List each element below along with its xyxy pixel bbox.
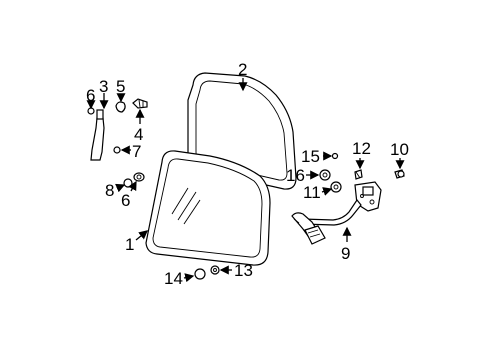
cap-14 xyxy=(194,268,206,280)
callout-15: 15 xyxy=(301,147,320,166)
callout-13: 13 xyxy=(234,261,253,280)
callout-1: 1 xyxy=(125,235,134,254)
callout-14: 14 xyxy=(164,269,183,288)
callout-11: 11 xyxy=(303,183,321,202)
callout-9: 9 xyxy=(341,244,350,263)
callout-4: 4 xyxy=(134,125,143,144)
grommet-upper xyxy=(87,107,95,115)
grommet-lower xyxy=(133,172,145,182)
callout-12: 12 xyxy=(352,139,371,158)
callout-6-upper: 6 xyxy=(86,86,95,105)
callout-16: 16 xyxy=(286,166,305,185)
callout-8: 8 xyxy=(105,181,114,200)
nut-16 xyxy=(319,169,331,181)
clip-5 xyxy=(115,101,126,113)
callout-6-lower: 6 xyxy=(121,191,130,210)
plug-8 xyxy=(123,178,133,188)
grommet-11 xyxy=(330,181,342,193)
washer-13 xyxy=(210,265,220,275)
bolt-15 xyxy=(331,152,339,160)
leader-lines xyxy=(86,78,405,283)
screw-10 xyxy=(394,169,405,179)
callout-3: 3 xyxy=(99,77,108,96)
callout-2: 2 xyxy=(238,60,247,79)
latch-assembly xyxy=(291,181,382,245)
callout-5: 5 xyxy=(116,77,125,96)
nut-7 xyxy=(113,146,121,154)
callout-10: 10 xyxy=(390,140,409,159)
quarter-glass xyxy=(145,150,271,266)
clip-4 xyxy=(132,98,148,109)
callout-7: 7 xyxy=(132,142,141,161)
garnish-strip xyxy=(90,109,105,161)
screw-12 xyxy=(354,169,363,180)
